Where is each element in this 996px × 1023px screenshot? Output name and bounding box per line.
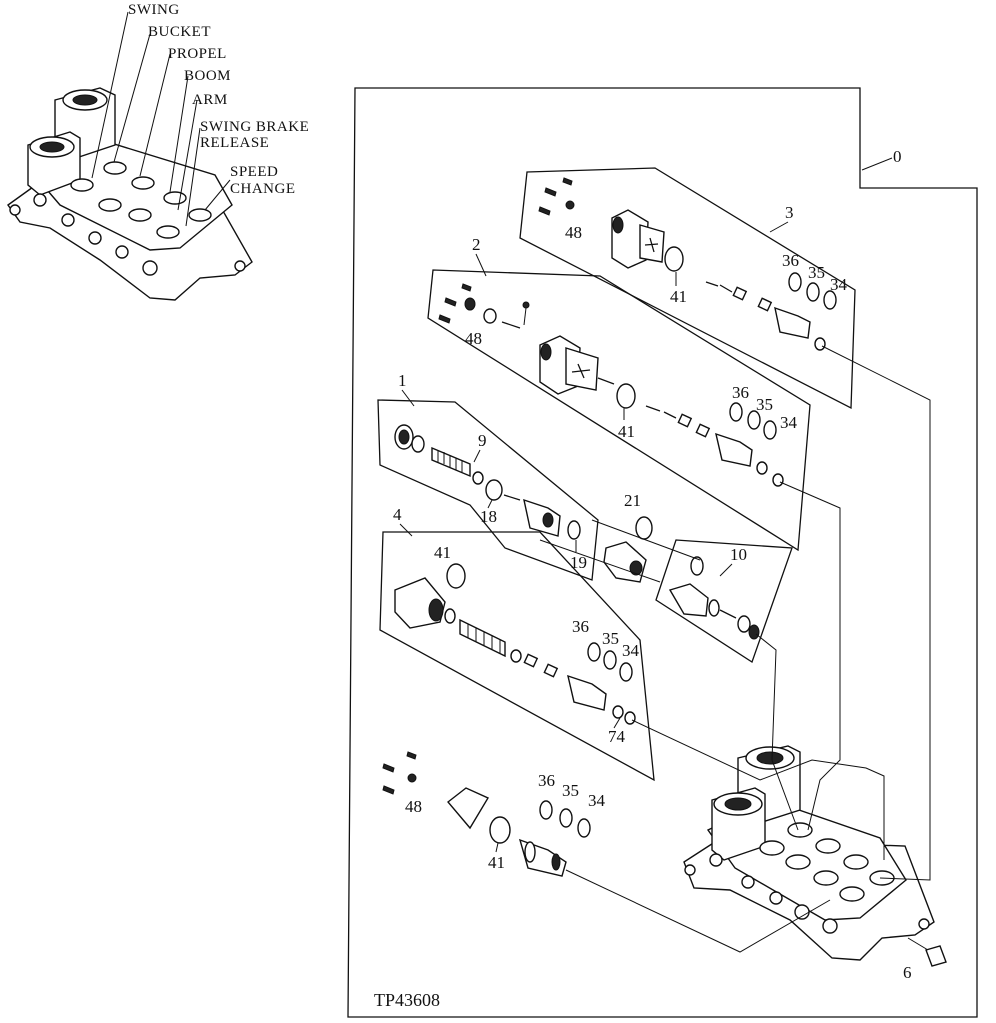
label-change: CHANGE bbox=[230, 181, 296, 197]
callout-41-g2: 41 bbox=[618, 422, 635, 441]
callout-34-g2: 34 bbox=[780, 413, 798, 432]
callout-2: 2 bbox=[472, 235, 481, 254]
o-ring-icon bbox=[446, 563, 466, 589]
callout-6: 6 bbox=[903, 963, 912, 982]
group-cover: 48 41 36 35 34 bbox=[382, 751, 606, 877]
callout-9: 9 bbox=[478, 431, 487, 450]
callout-34-g4: 34 bbox=[622, 641, 640, 660]
callout-48-g3: 48 bbox=[565, 223, 582, 242]
callout-18: 18 bbox=[480, 507, 497, 526]
group-3: 3 48 41 36 35 bbox=[519, 167, 856, 410]
callout-48-g5: 48 bbox=[405, 797, 422, 816]
callout-36-g4: 36 bbox=[572, 617, 589, 636]
callout-4: 4 bbox=[393, 505, 402, 524]
part-21: 21 bbox=[603, 491, 653, 583]
label-bucket: BUCKET bbox=[148, 24, 211, 40]
callout-leader-0 bbox=[861, 157, 893, 171]
label-swing-brake: SWING BRAKE bbox=[200, 119, 309, 135]
label-arm: ARM bbox=[192, 92, 228, 108]
callout-41-g3: 41 bbox=[670, 287, 687, 306]
callout-36-g3: 36 bbox=[782, 251, 799, 270]
callout-21: 21 bbox=[624, 491, 641, 510]
callout-35-g3: 35 bbox=[808, 263, 825, 282]
callout-35-g5: 35 bbox=[562, 781, 579, 800]
group-4: 4 41 36 35 34 74 bbox=[379, 505, 655, 782]
callout-3: 3 bbox=[785, 203, 794, 222]
group-2: 2 48 41 bbox=[427, 235, 811, 552]
assembly-frame bbox=[347, 87, 978, 1018]
group-1: 1 9 18 19 bbox=[377, 371, 599, 581]
callout-19: 19 bbox=[570, 553, 587, 572]
o-ring-icon bbox=[664, 246, 684, 272]
callout-35-g4: 35 bbox=[602, 629, 619, 648]
callout-36-g5: 36 bbox=[538, 771, 555, 790]
callout-48-g2: 48 bbox=[465, 329, 482, 348]
valve-block-main-icon bbox=[683, 745, 935, 961]
screw-icon bbox=[382, 751, 417, 795]
label-swing: SWING bbox=[128, 2, 180, 18]
spool-assembly-icon bbox=[668, 583, 760, 640]
callout-74: 74 bbox=[608, 727, 626, 746]
screw-icon bbox=[438, 283, 472, 324]
callout-1: 1 bbox=[398, 371, 407, 390]
spool-assembly-icon bbox=[705, 281, 826, 351]
callout-34-g3: 34 bbox=[830, 275, 848, 294]
spool-assembly-icon bbox=[394, 577, 636, 725]
part-6: 6 bbox=[903, 937, 947, 982]
callout-34-g5: 34 bbox=[588, 791, 606, 810]
cover-plate-icon bbox=[446, 787, 490, 830]
callout-36-g2: 36 bbox=[732, 383, 749, 402]
label-release: RELEASE bbox=[200, 135, 269, 151]
o-ring-icon bbox=[616, 383, 636, 409]
screw-icon bbox=[538, 177, 573, 216]
label-boom: BOOM bbox=[184, 68, 231, 84]
callout-41-g4: 41 bbox=[434, 543, 451, 562]
spool-assembly-icon bbox=[645, 405, 784, 487]
spool-assembly-icon bbox=[539, 335, 615, 395]
callout-0: 0 bbox=[893, 147, 902, 166]
spool-assembly-icon bbox=[611, 209, 665, 269]
callout-10: 10 bbox=[730, 545, 747, 564]
o-ring-icon bbox=[635, 516, 653, 540]
callout-41-g5: 41 bbox=[488, 853, 505, 872]
assembly-lines bbox=[539, 345, 931, 953]
o-ring-icon bbox=[485, 479, 503, 501]
spool-assembly-icon bbox=[518, 838, 567, 877]
label-propel: PROPEL bbox=[168, 46, 227, 62]
overview-leader-lines bbox=[91, 11, 231, 227]
label-speed: SPEED bbox=[230, 164, 278, 180]
callout-35-g2: 35 bbox=[756, 395, 773, 414]
figure-id: TP43608 bbox=[374, 990, 440, 1010]
group-10: 10 bbox=[655, 539, 793, 663]
spool-assembly-icon bbox=[503, 494, 581, 540]
spool-assembly-icon bbox=[394, 424, 484, 485]
valve-block-overview-icon bbox=[7, 87, 253, 301]
o-ring-icon bbox=[489, 816, 511, 844]
